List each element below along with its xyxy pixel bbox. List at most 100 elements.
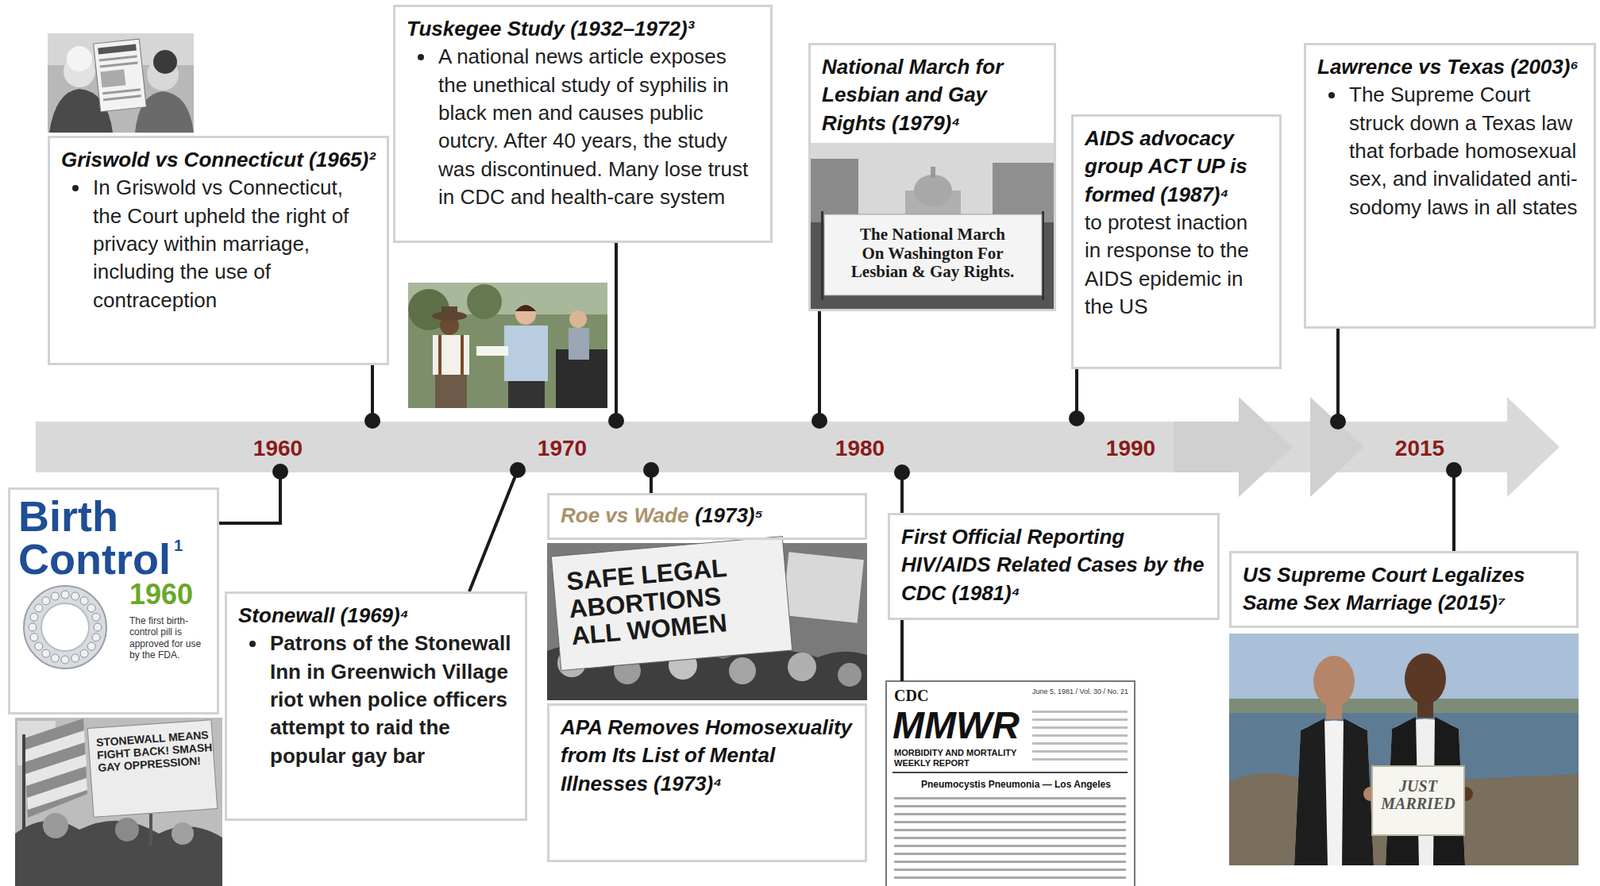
pill-dot — [87, 604, 96, 613]
timeline-band — [1238, 397, 1293, 498]
timeline-dot — [509, 462, 526, 479]
pill-dot — [71, 654, 80, 663]
pill-dot — [50, 654, 59, 663]
event-box: US Supreme Court Legalizes Same Sex Marr… — [1229, 551, 1579, 629]
griswold-photo — [103, 94, 142, 101]
roe-photo — [728, 657, 756, 685]
march-photo — [821, 211, 824, 301]
stonewall-photo — [87, 720, 217, 818]
contents-line — [1032, 710, 1128, 761]
tuskegee-photo — [568, 327, 590, 360]
timeline-dot — [608, 412, 625, 429]
text-line — [894, 821, 1126, 824]
year-label: 2015 — [1395, 437, 1445, 460]
pill-dot — [28, 590, 102, 664]
pill-dot — [92, 633, 101, 642]
text-line — [894, 813, 1126, 816]
event-box: Tuskegee Study (1932–1972)³A national ne… — [393, 4, 773, 243]
timeline-band — [1507, 397, 1560, 498]
march-photo — [913, 174, 953, 207]
timeline-dot — [272, 463, 289, 480]
contents-line — [1032, 750, 1128, 753]
tuskegee-photo — [466, 284, 502, 320]
tuskegee-photo — [476, 346, 509, 356]
leader-line — [817, 311, 822, 421]
griswold-photo — [66, 46, 93, 72]
pill-dot — [42, 649, 51, 658]
event-heading: Griswold vs Connecticut (1965)² — [61, 146, 376, 174]
event-heading: US Supreme Court Legalizes Same Sex Marr… — [1242, 561, 1566, 618]
stonewall-photo — [15, 717, 223, 886]
pill-dot — [92, 613, 101, 621]
wedding-photo — [1404, 653, 1446, 705]
wedding-photo — [1372, 766, 1465, 836]
tuskegee-photo — [435, 373, 467, 409]
masthead-text: CDC — [894, 687, 929, 704]
event-heading: Stonewall (1969)⁴ — [238, 601, 514, 630]
pill-dot — [80, 649, 89, 658]
event-heading: Roe vs Wade — [560, 501, 689, 530]
text-line — [894, 828, 1126, 832]
stonewall-photo — [26, 778, 88, 810]
pill-dot — [30, 613, 39, 621]
pill-dot — [34, 604, 43, 613]
leader-line — [1452, 470, 1456, 552]
griswold-photo — [102, 88, 141, 95]
year-label: 1970 — [537, 437, 587, 460]
pill-dot — [50, 592, 59, 601]
text-line — [894, 836, 1126, 840]
event-description: Patrons of the Stonewall Inn in Greenwic… — [238, 629, 514, 771]
mmwr-page — [892, 771, 1128, 774]
stonewall-photo — [149, 813, 153, 846]
sign-text: SAFE LEGAL ABORTIONS ALL WOMEN — [565, 550, 779, 651]
text-line — [894, 797, 1126, 880]
griswold-photo — [153, 50, 178, 74]
roe-photo — [547, 536, 868, 701]
contents-line — [1032, 726, 1128, 729]
year-label: 1960 — [253, 437, 303, 460]
stonewall-photo — [115, 817, 139, 842]
roe-photo — [547, 543, 868, 701]
birth-control-card-art — [23, 586, 107, 669]
event-heading: First Official Reporting HIV/AIDS Relate… — [901, 523, 1207, 608]
tuskegee-photo — [441, 306, 458, 317]
griswold-photo — [99, 55, 138, 62]
griswold-photo — [47, 33, 194, 133]
event-description: to protest inaction in response to the A… — [1084, 208, 1269, 321]
tuskegee-photo — [432, 335, 470, 375]
event-heading: APA Removes Homosexuality from Its List … — [560, 713, 854, 799]
roe-photo — [787, 652, 817, 682]
roe-photo — [551, 536, 792, 671]
griswold-photo — [47, 33, 194, 133]
masthead-title: MMWR — [892, 706, 1020, 745]
griswold-photo — [100, 69, 126, 88]
griswold-photo — [93, 38, 147, 112]
griswold-photo — [100, 61, 139, 68]
tuskegee-photo — [569, 310, 587, 328]
mmwr-page — [886, 681, 1135, 886]
march-photo — [824, 214, 1042, 296]
event-description: In Griswold vs Connecticut, the Court up… — [61, 173, 376, 315]
sign-text: JUST MARRIED — [1374, 777, 1462, 813]
pill-dot — [71, 592, 80, 601]
griswold-photo — [93, 38, 147, 112]
tuskegee-photo — [504, 325, 548, 382]
march-photo — [930, 166, 936, 178]
stonewall-photo — [171, 822, 194, 845]
event-box: Griswold vs Connecticut (1965)²In Griswo… — [47, 135, 390, 366]
wedding-photo — [1229, 698, 1579, 714]
article-title: Pneumocystis Pneumonia — Los Angeles — [921, 779, 1128, 791]
leader-line — [1336, 328, 1340, 422]
timeline-dot — [1068, 410, 1085, 427]
event-box: First Official Reporting HIV/AIDS Relate… — [887, 512, 1220, 621]
text-line — [894, 860, 1126, 864]
masthead-subtitle: MORBIDITY AND MORTALITY WEEKLY REPORT — [894, 747, 1053, 768]
pill-dot — [80, 597, 89, 606]
timeline-dot — [364, 412, 381, 429]
pill-dot — [93, 623, 102, 632]
pill-dot — [61, 655, 70, 664]
tuskegee-photo — [438, 335, 442, 375]
event-box: Roe vs Wade(1973)⁵ — [547, 493, 868, 540]
